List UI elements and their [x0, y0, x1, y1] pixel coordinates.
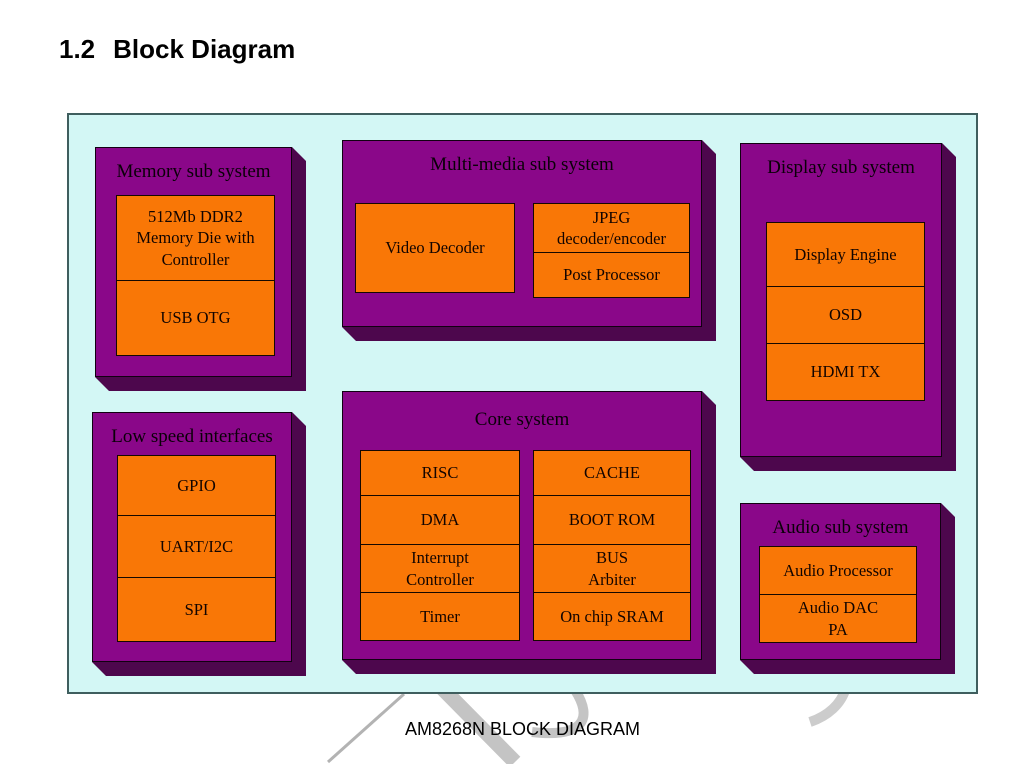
cell-on-chip-sram: On chip SRAM — [533, 593, 691, 641]
cell-osd: OSD — [766, 287, 925, 344]
cell-display-engine: Display Engine — [766, 222, 925, 287]
block-title: Multi-media sub system — [430, 154, 614, 175]
block-low-speed-interfaces: Low speed interfaces GPIO UART/I2C SPI — [92, 412, 292, 662]
block-memory-sub-system: Memory sub system 512Mb DDR2 Memory Die … — [95, 147, 292, 377]
cell-timer: Timer — [360, 593, 520, 641]
cell-bus-arbiter: BUS Arbiter — [533, 545, 691, 593]
cell-boot-rom: BOOT ROM — [533, 496, 691, 545]
cell-ddr2-memory: 512Mb DDR2 Memory Die with Controller — [116, 195, 275, 281]
cell-spi: SPI — [117, 578, 276, 642]
section-number: 1.2 — [59, 34, 96, 64]
cell-gpio: GPIO — [117, 455, 276, 516]
page-title: 1.2 Block Diagram — [59, 34, 295, 65]
cell-uart-i2c: UART/I2C — [117, 516, 276, 578]
block-core-system: Core system RISC DMA Interrupt Controlle… — [342, 391, 702, 660]
block-title: Audio sub system — [772, 517, 909, 538]
cell-interrupt-controller: Interrupt Controller — [360, 545, 520, 593]
diagram-canvas: Memory sub system 512Mb DDR2 Memory Die … — [67, 113, 978, 694]
section-title: Block Diagram — [113, 34, 296, 64]
block-audio-sub-system: Audio sub system Audio Processor Audio D… — [740, 503, 941, 660]
block-title: Core system — [474, 409, 570, 430]
block-display-sub-system: Display sub system Display Engine OSD HD… — [740, 143, 942, 457]
cell-usb-otg: USB OTG — [116, 281, 275, 356]
figure-caption: AM8268N BLOCK DIAGRAM — [404, 719, 641, 739]
cell-risc: RISC — [360, 450, 520, 496]
cell-audio-processor: Audio Processor — [759, 546, 917, 595]
cell-hdmi-tx: HDMI TX — [766, 344, 925, 401]
block-title: Display sub system — [767, 157, 915, 178]
cell-post-processor: Post Processor — [533, 253, 690, 298]
cell-jpeg-codec: JPEG decoder/encoder — [533, 203, 690, 253]
cell-dma: DMA — [360, 496, 520, 545]
block-multimedia-sub-system: Multi-media sub system Video Decoder JPE… — [342, 140, 702, 327]
cell-audio-dac-pa: Audio DAC PA — [759, 595, 917, 643]
cell-cache: CACHE — [533, 450, 691, 496]
block-title: Memory sub system — [116, 161, 271, 182]
cell-video-decoder: Video Decoder — [355, 203, 515, 293]
block-title: Low speed interfaces — [111, 426, 273, 447]
